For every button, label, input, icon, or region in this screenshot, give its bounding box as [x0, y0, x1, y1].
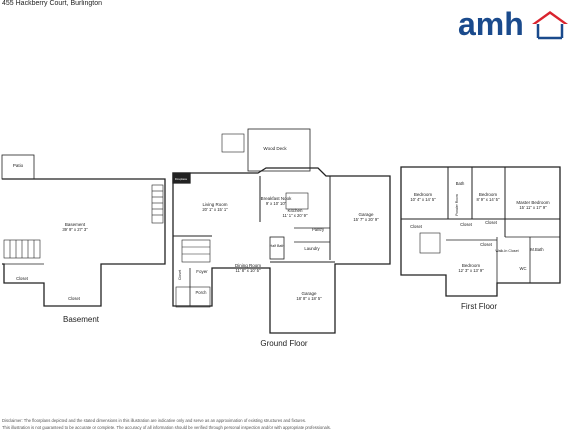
room-dim-bedroom-2: 8' 9" x 14' 5": [477, 197, 500, 202]
room-dim-master: 15' 11" x 17' 9": [519, 205, 547, 210]
room-label-wood-deck: Wood Deck: [263, 146, 287, 151]
fireplace-icon: [172, 172, 191, 184]
deck-stairs: [221, 133, 245, 153]
room-label-closet-a: Closet: [410, 224, 423, 229]
room-label-bath: Bath: [456, 181, 465, 186]
room-label-breakfast: Breakfast Nook: [261, 196, 293, 201]
room-label-mbath: M.Bath: [530, 247, 544, 252]
disclaimer-line-2: This illustration is not guaranteed to b…: [2, 425, 332, 430]
room-label-kitchen: Kitchen: [287, 208, 303, 213]
ground-stairs: [175, 239, 211, 308]
property-address: 455 Hackberry Court, Burlington: [2, 0, 102, 7]
room-dim-garage-right: 15' 7" x 20' 9": [353, 217, 379, 222]
room-dim-dining: 11' 8" x 10' 5": [236, 268, 261, 273]
room-label-bedroom-2: Bedroom: [479, 192, 498, 197]
room-label-master: Master Bedroom: [516, 200, 550, 205]
room-dim-breakfast: 9' x 10' 10": [266, 201, 287, 206]
room-label-garage-right: Garage: [358, 212, 374, 217]
room-label-powder: Powder Room: [455, 194, 459, 216]
first-floor-outline: [400, 166, 561, 297]
room-dim-garage: 18' 8" x 18' 5": [296, 296, 322, 301]
room-label-ground-closet: Closet: [178, 270, 182, 280]
room-label-closet-c: Closet: [480, 242, 493, 247]
room-label-dining: Dining Room: [235, 263, 261, 268]
room-dim-bedroom-1: 10' 4" x 14' 5": [410, 197, 436, 202]
wood-deck-area: [247, 128, 311, 172]
room-label-walkin: Walk-In Closet: [495, 249, 518, 253]
ground-outline: [172, 167, 391, 334]
logo-text: amh: [458, 8, 524, 40]
room-label-patio: Patio: [13, 163, 24, 168]
floor-title-basement: Basement: [63, 315, 100, 324]
room-dim-kitchen: 11' 1" x 20' 9": [283, 213, 308, 218]
amh-logo: amh: [458, 8, 568, 40]
room-label-bedroom-3: Bedroom: [462, 263, 481, 268]
room-label-bedroom-1: Bedroom: [414, 192, 433, 197]
room-label-basement-closet-2: Closet: [68, 296, 81, 301]
ground-plan: [172, 128, 391, 334]
room-label-basement: Basement: [65, 222, 86, 227]
room-label-closet-b: Closet: [460, 222, 473, 227]
room-label-wc: WC: [520, 266, 527, 271]
basement-stairs: [3, 184, 164, 259]
room-dim-basement: 39' 9" x 27' 3": [62, 227, 88, 232]
room-dim-bedroom-3: 12' 3" x 13' 9": [458, 268, 484, 273]
room-label-garage: Garage: [301, 291, 317, 296]
basement-plan: [1, 154, 166, 307]
room-dim-living: 20' 1" x 15' 1": [202, 207, 228, 212]
floor-title-ground: Ground Floor: [260, 339, 307, 348]
logo-house-icon: [532, 11, 568, 24]
floor-title-first: First Floor: [461, 302, 497, 311]
kitchen-island: [285, 192, 309, 210]
room-label-laundry: Laundry: [304, 246, 320, 251]
first-plan: [400, 166, 561, 297]
room-label-porch: Porch: [196, 290, 208, 295]
room-label-pantry: Pantry: [312, 227, 325, 232]
disclaimer-line-1: Disclaimer: The floorplans depicted and …: [2, 418, 307, 423]
logo-house-body-icon: [536, 24, 564, 40]
basement-outline: [2, 178, 166, 307]
room-label-closet-d: Closet: [485, 220, 498, 225]
room-label-living: Living Room: [202, 202, 227, 207]
room-label-basement-closet-1: Closet: [16, 276, 29, 281]
room-label-fireplace: Fireplace: [175, 177, 188, 181]
room-label-half-bath: Half Bath: [270, 244, 285, 248]
room-label-foyer: Foyer: [196, 269, 208, 274]
